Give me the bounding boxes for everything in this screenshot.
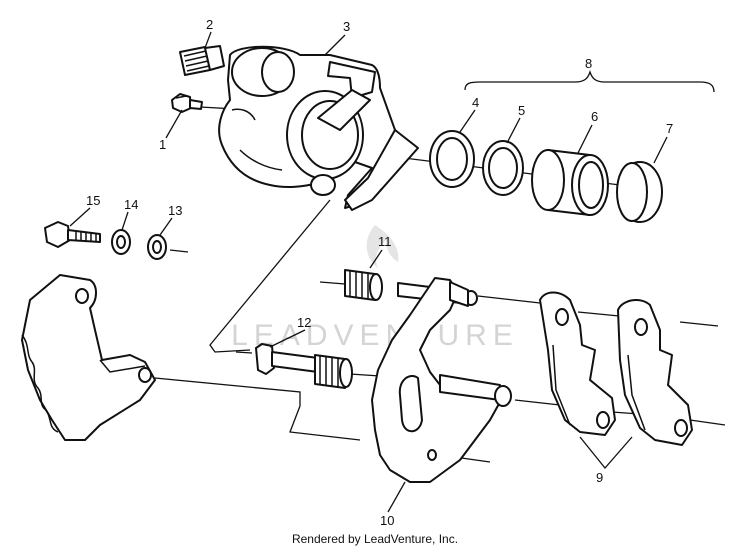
callout-9: 9	[596, 470, 603, 485]
callout-12: 12	[297, 315, 311, 330]
callout-1: 1	[159, 137, 166, 152]
part-9-brake-pad-inner	[539, 291, 616, 436]
callout-11: 11	[378, 234, 392, 249]
watermark-text: LEADVENTURE	[231, 319, 519, 352]
leadventure-watermark: LEADVENTURE	[231, 225, 519, 352]
part-3-caliper-body	[218, 45, 419, 211]
callout-leader-lines	[69, 31, 668, 513]
callout-15: 15	[86, 193, 100, 208]
part-1-fitting	[171, 93, 203, 113]
callout-10: 10	[380, 513, 394, 528]
callout-4: 4	[472, 95, 479, 110]
part-9-brake-pad-outer	[617, 298, 693, 446]
part-8-group-bracket	[464, 69, 715, 93]
part-6-piston	[531, 149, 609, 216]
callout-6: 6	[591, 109, 598, 124]
part-10-caliper-bracket	[371, 277, 512, 483]
callout-5: 5	[518, 103, 525, 118]
callout-14: 14	[124, 197, 138, 212]
callout-numbers: 2 1 3 4 5 6 7 8 15 14 13 11 12 9 10	[86, 17, 673, 528]
part-2-bleeder-screw	[179, 45, 225, 76]
part-7-dust-cap	[616, 161, 663, 223]
part-15-bolt	[44, 221, 101, 248]
callout-3: 3	[343, 19, 350, 34]
callout-7: 7	[666, 121, 673, 136]
mounting-bracket-left	[21, 274, 156, 441]
callout-2: 2	[206, 17, 213, 32]
part-12-slide-pin	[255, 343, 353, 389]
callout-8: 8	[585, 56, 592, 71]
part-4-seal	[429, 130, 475, 188]
part-5-seal	[482, 140, 524, 196]
callout-13: 13	[168, 203, 182, 218]
footer-credit: Rendered by LeadVenture, Inc.	[291, 532, 459, 546]
part-14-lock-washer	[111, 229, 131, 255]
part-13-washer	[147, 234, 167, 260]
